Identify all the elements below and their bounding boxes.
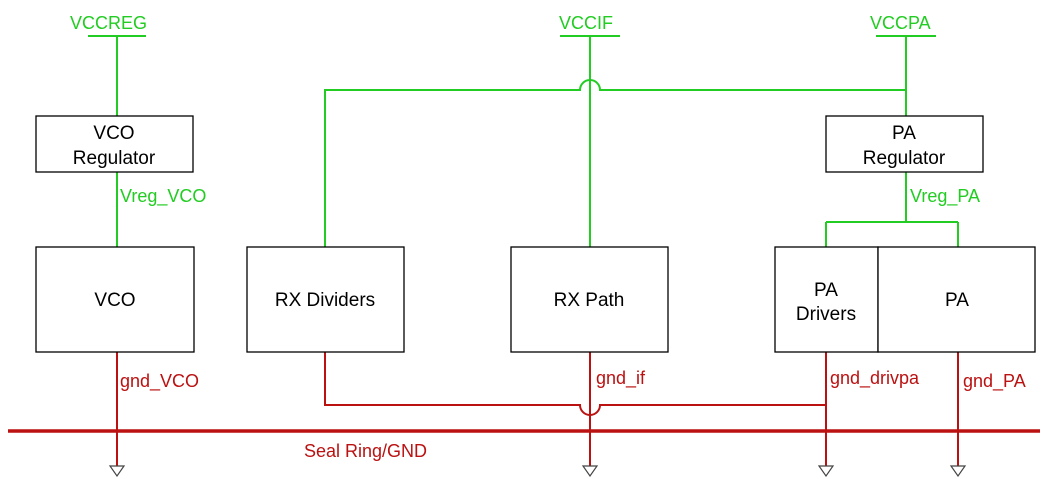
vreg-pa-label: Vreg_PA (910, 186, 980, 207)
gnd-if-label: gnd_if (596, 368, 646, 389)
vccpa-label: VCCPA (870, 13, 931, 33)
pa-regulator-label-line2: Regulator (863, 148, 946, 169)
vccpa-to-rx-dividers-wire (324, 79, 906, 247)
vco-block: VCO (35, 246, 195, 353)
gnd-drivpa-label: gnd_drivpa (830, 368, 920, 389)
vco-regulator-label-line1: VCO (93, 123, 134, 144)
gnd-vco-label: gnd_VCO (120, 371, 199, 392)
ground-symbol-icon (949, 465, 967, 478)
pa-drivers-block: PA Drivers (774, 246, 879, 353)
pa-drivers-label-line2: Drivers (796, 304, 856, 325)
rx-path-label: RX Path (554, 290, 625, 311)
ground-symbols (108, 465, 967, 478)
pa-regulator-label-line1: PA (892, 123, 916, 144)
vco-regulator-label-line2: Regulator (73, 148, 156, 169)
supply-nets (88, 35, 959, 247)
rx-dividers-block: RX Dividers (246, 246, 405, 353)
seal-ring-label: Seal Ring/GND (304, 441, 427, 461)
ground-symbol-icon (108, 465, 126, 478)
vco-regulator-block: VCO Regulator (35, 115, 194, 173)
vccif-label: VCCIF (559, 13, 613, 33)
vreg-vco-label: Vreg_VCO (120, 186, 206, 207)
rx-dividers-gnd-wire (324, 352, 826, 416)
gnd-pa-label: gnd_PA (963, 371, 1026, 392)
rx-path-block: RX Path (510, 246, 669, 353)
ground-nets (8, 352, 1040, 466)
ground-symbol-icon (581, 465, 599, 478)
pa-regulator-block: PA Regulator (825, 115, 984, 173)
ground-symbol-icon (817, 465, 835, 478)
pa-drivers-label-line1: PA (814, 280, 838, 301)
pa-block: PA (877, 246, 1036, 353)
vco-label: VCO (94, 290, 135, 311)
rx-dividers-label: RX Dividers (275, 290, 375, 311)
pa-label: PA (945, 290, 969, 311)
vccreg-label: VCCREG (70, 13, 147, 33)
